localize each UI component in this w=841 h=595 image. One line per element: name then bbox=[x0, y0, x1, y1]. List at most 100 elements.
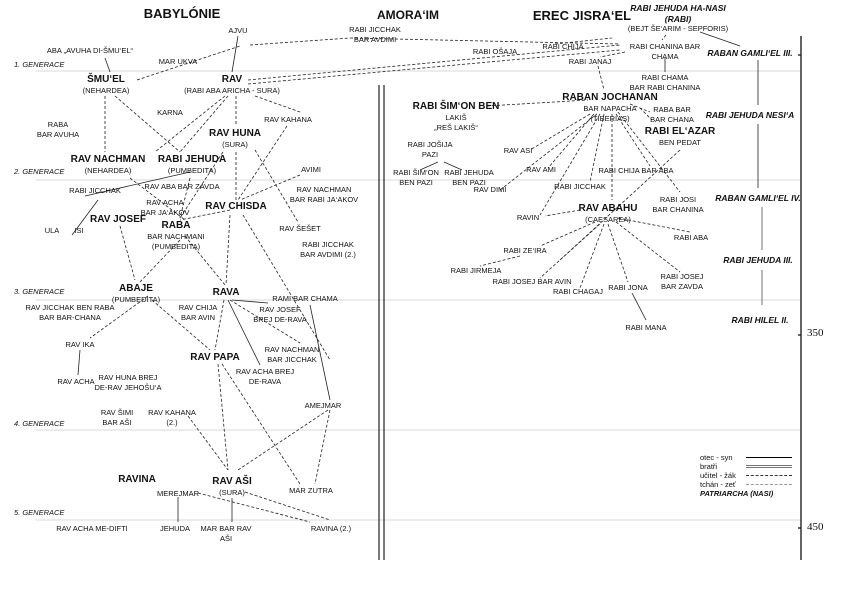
scholar-name: RAV ŠEŠET bbox=[279, 224, 321, 233]
scholar-name: RABI ŠIM‘ON bbox=[393, 168, 439, 177]
relation-line bbox=[539, 221, 596, 247]
relation-line bbox=[486, 99, 589, 107]
legend: otec - syn bratři učitel - žák tchán - z… bbox=[700, 453, 792, 498]
scholar-detail: BAR CHANA bbox=[650, 115, 694, 124]
relation-line bbox=[254, 95, 301, 113]
scholar-rav-ami: RAV AMI bbox=[526, 165, 556, 175]
scholar-name: RABAN GAMLI‘EL IV. bbox=[715, 193, 801, 203]
relation-line bbox=[615, 221, 681, 273]
scholar-detail: BAR BAR-CHANA bbox=[39, 313, 101, 322]
year-tick-350: 350 bbox=[807, 327, 824, 339]
relation-line bbox=[77, 349, 81, 376]
scholar-detail: (SURA) bbox=[222, 140, 248, 149]
scholar-name: RABI JONA bbox=[608, 283, 648, 292]
relation-line bbox=[579, 223, 605, 289]
relation-line bbox=[479, 255, 521, 267]
scholar-detail: BAR AŠI bbox=[102, 418, 132, 427]
relation-line bbox=[227, 299, 261, 366]
scholar-detail: BEN PAZI bbox=[399, 178, 433, 187]
scholar-avimi: AVIMI bbox=[301, 165, 321, 175]
scholar-rav-chisda: RAV CHISDA bbox=[205, 201, 266, 213]
scholar-aba-avuha: ABA „AVUHA DI-ŠMU‘EL“ bbox=[47, 46, 133, 56]
scholar-detail: (PUMBEDITA) bbox=[111, 295, 161, 304]
scholar-name: MAR BAR RAV bbox=[200, 524, 252, 533]
scholar-detail: (RABI ABA ARICHA - SURA) bbox=[184, 86, 280, 95]
scholar-rav-acha-me-difti: RAV ACHA ME-DIFTI bbox=[56, 524, 128, 534]
scholar-rami-bar-chama: RAMI BAR CHAMA bbox=[272, 294, 337, 304]
scholar-detail: BAR ZAVDA bbox=[661, 282, 703, 291]
scholar-isi: ISI bbox=[74, 226, 83, 236]
scholar-name: RAV KAHANA bbox=[264, 115, 312, 124]
generation-5-label: 5. GENERACE bbox=[14, 508, 65, 517]
scholar-name: RAV IKA bbox=[65, 340, 95, 349]
scholar-name: KARNA bbox=[157, 108, 183, 117]
scholar-name: RABI JOSEJ bbox=[660, 272, 704, 281]
scholar-name: RABI JOŠIJA bbox=[407, 140, 453, 149]
scholar-detail: (NEHARDEA) bbox=[84, 166, 132, 175]
scholar-rav-acha: RAV ACHA bbox=[57, 377, 94, 387]
scholar-name: RAV ŠIMI bbox=[100, 408, 134, 417]
relation-line bbox=[89, 295, 149, 339]
scholar-name: RABI JANAJ bbox=[568, 57, 612, 66]
header-israel: EREC JISRA‘EL bbox=[532, 8, 632, 23]
scholar-detail: (2.) bbox=[166, 418, 178, 427]
scholar-detail: DE-RAVA bbox=[248, 377, 282, 386]
relation-line bbox=[547, 113, 595, 169]
relation-line bbox=[544, 209, 581, 217]
scholar-name: AVIMI bbox=[301, 165, 321, 174]
double-line-swatch bbox=[746, 465, 792, 468]
scholar-name: RAV NACHMAN bbox=[70, 154, 146, 165]
scholar-name: RABI EL‘AZAR bbox=[644, 126, 716, 137]
scholar-rabi-jehuda-nesia: RABI JEHUDA NESI‘A bbox=[706, 110, 794, 121]
relation-line bbox=[119, 225, 136, 281]
relation-line bbox=[639, 107, 653, 121]
relation-line bbox=[239, 174, 301, 201]
scholar-detail-2: (BEJT ŠE‘ARIM - SEPFORIS) bbox=[627, 24, 729, 33]
relation-line bbox=[231, 299, 269, 304]
scholar-detail: (TIBERIAS) bbox=[590, 114, 630, 123]
scholar-jehuda: JEHUDA bbox=[160, 524, 190, 534]
scholar-ula: ULA bbox=[45, 226, 60, 236]
relation-line bbox=[309, 304, 331, 401]
dashed-line-swatch bbox=[746, 475, 792, 476]
scholar-rabi-jehuda-hanasi: RABI JEHUDA HA-NASI(RABI)(BEJT ŠE‘ARIM -… bbox=[628, 3, 728, 34]
scholar-rav-kahana: RAV KAHANA bbox=[264, 115, 312, 125]
scholar-name: RABI JICCHAK bbox=[302, 240, 354, 249]
relation-line bbox=[214, 299, 225, 351]
scholar-detail: BAR AVDIMI (2.) bbox=[300, 250, 356, 259]
scholar-rav-asi: RAV AŠI(SURA) bbox=[212, 476, 251, 498]
relation-line bbox=[237, 409, 329, 471]
scholar-name: RABA bbox=[161, 220, 191, 231]
scholar-name: RABI HILEL II. bbox=[731, 315, 789, 325]
scholar-rav-dimi: RAV DIMI bbox=[474, 185, 507, 195]
scholar-detail: DE-RAV JEHOŠU‘A bbox=[94, 383, 162, 392]
relation-line bbox=[349, 37, 621, 45]
relation-line bbox=[197, 492, 311, 523]
scholar-name: RABI JICCHAK bbox=[554, 182, 606, 191]
scholar-name: RAV ABA BAR ZAVDA bbox=[144, 182, 220, 191]
scholar-detail: BAR AVIN bbox=[180, 313, 216, 322]
relation-line bbox=[179, 177, 191, 219]
scholar-name: RAV JOSEF bbox=[90, 214, 146, 225]
scholar-name: ŠMU‘EL bbox=[87, 74, 125, 85]
scholar-name: RABI JOSEJ BAR AVIN bbox=[492, 277, 572, 286]
legend-item-father-son: otec - syn bbox=[700, 453, 792, 462]
scholar-name: RABI JOSI bbox=[659, 195, 697, 204]
scholar-detail: BAR JICCHAK bbox=[267, 355, 317, 364]
scholar-name: RABAN JOCHANAN bbox=[562, 92, 658, 103]
scholar-name: RAV ACHA bbox=[146, 198, 184, 207]
scholar-rabi-jirmeja: RABI JIRMEJA bbox=[451, 266, 502, 276]
scholar-raban-gamliel3: RABAN GAMLI‘EL III. bbox=[707, 48, 792, 59]
scholar-name: RABI ZE‘IRA bbox=[503, 246, 547, 255]
scholar-detail: PAZI bbox=[421, 150, 439, 159]
scholar-name: RABI ŠIM‘ON BEN bbox=[412, 101, 500, 112]
scholar-detail: BAR RABI CHANINA bbox=[629, 83, 701, 92]
scholar-name: RAV JICCHAK BEN RABA bbox=[25, 303, 115, 312]
